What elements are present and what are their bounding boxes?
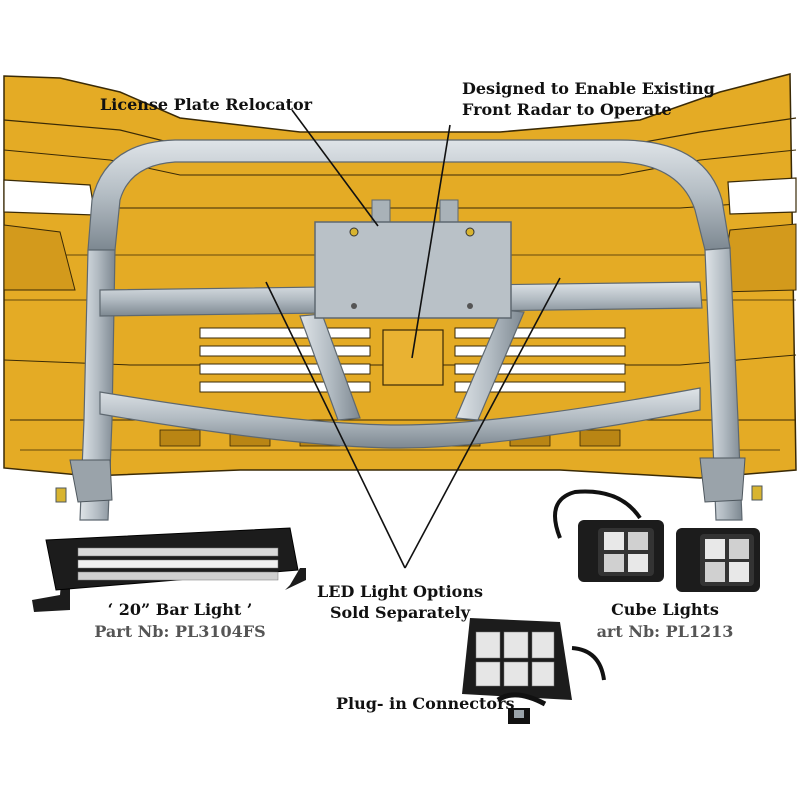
bar-light-leds bbox=[77, 547, 279, 581]
radar-label-line1: Designed to Enable Existing bbox=[462, 79, 715, 98]
right-fog-opening bbox=[727, 177, 797, 215]
sold-separately-label: Sold Separately bbox=[329, 603, 471, 622]
top-hoop-tube bbox=[87, 139, 731, 251]
connector-cable bbox=[496, 692, 547, 707]
led-left-leader bbox=[265, 281, 406, 569]
radar-window bbox=[382, 329, 444, 386]
bar-light-part-number: Part Nb: PL3104FS bbox=[94, 622, 266, 641]
left-leg-tube bbox=[79, 249, 116, 521]
left-fog-opening bbox=[3, 179, 96, 216]
bar-light-name: ‘ 20” Bar Light ’ bbox=[107, 600, 253, 619]
plate-relocator-label: License Plate Relocator bbox=[100, 95, 313, 114]
license-plate bbox=[314, 221, 512, 319]
led-right-leader bbox=[404, 277, 561, 569]
bar-light-product bbox=[32, 527, 306, 612]
mount-brackets bbox=[55, 457, 763, 503]
cube-light-right bbox=[676, 528, 760, 592]
radar-label-line2: Front Radar to Operate bbox=[462, 100, 672, 119]
plate-relocator-leader bbox=[291, 109, 379, 227]
led-options-label: LED Light Options bbox=[317, 582, 483, 601]
right-leg-tube bbox=[704, 247, 743, 521]
connector-light-housing bbox=[462, 618, 572, 700]
cube-light-cable bbox=[553, 489, 642, 539]
cube-lights-product bbox=[553, 489, 760, 592]
cube-lights-part-number: art Nb: PL1213 bbox=[596, 622, 734, 641]
license-plate-relocator bbox=[314, 199, 512, 319]
right-brace-tube bbox=[455, 309, 525, 421]
bar-light-housing bbox=[45, 527, 299, 591]
plug-in-connectors-label: Plug- in Connectors bbox=[336, 694, 515, 713]
callout-lines bbox=[265, 109, 561, 569]
plug-in-connectors-product bbox=[462, 618, 606, 724]
grille-slots bbox=[199, 327, 626, 393]
lower-cross-tube bbox=[99, 387, 701, 449]
cube-light-left bbox=[578, 520, 664, 582]
bull-bar bbox=[79, 139, 743, 521]
radar-leader bbox=[411, 124, 451, 359]
cube-lights-name: Cube Lights bbox=[611, 600, 719, 619]
